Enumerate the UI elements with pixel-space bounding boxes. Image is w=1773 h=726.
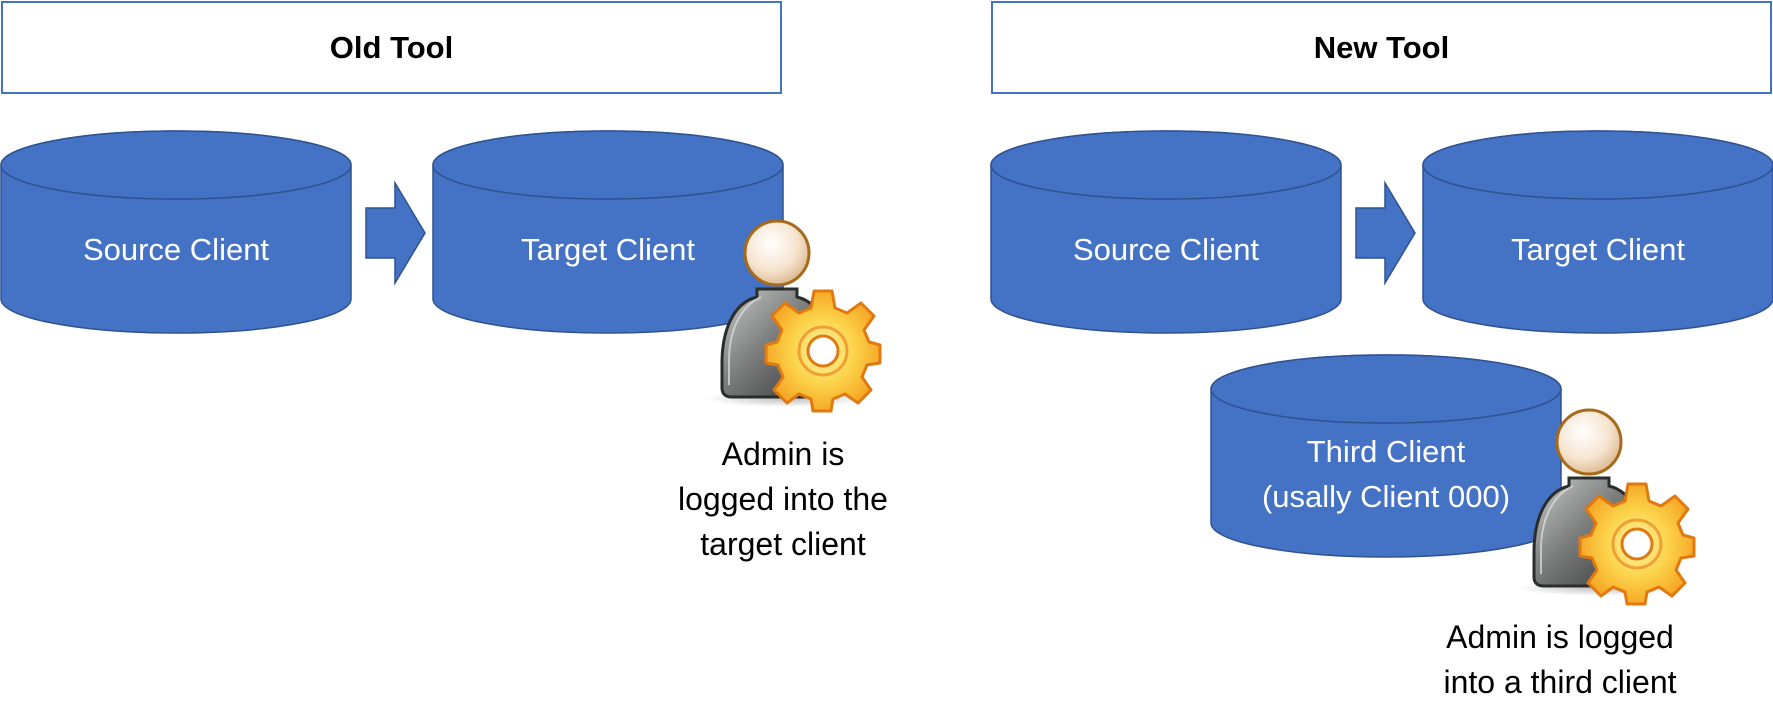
caption-line: Admin is — [721, 436, 845, 472]
gear-icon — [1578, 482, 1696, 606]
new-target-cylinder: Target Client — [1422, 130, 1773, 334]
caption-line: target client — [700, 526, 866, 562]
caption-line: into a third client — [1443, 664, 1677, 700]
old-source-cylinder: Source Client — [0, 130, 352, 334]
right-arrow-icon — [1355, 182, 1416, 284]
old-admin-caption: Admin is logged into the target client — [640, 432, 926, 567]
caption-line: Admin is logged — [1446, 619, 1674, 655]
old-target-cylinder: Target Client — [432, 130, 784, 334]
old-tool-header: Old Tool — [1, 1, 782, 94]
new-target-label: Target Client — [1511, 232, 1685, 267]
third-client-cylinder: Third Client (usally Client 000) — [1210, 354, 1562, 558]
new-source-label: Source Client — [1073, 232, 1259, 267]
third-client-sublabel: (usally Client 000) — [1262, 479, 1510, 514]
caption-line: logged into the — [678, 481, 888, 517]
gear-icon — [764, 289, 882, 413]
new-tool-title: New Tool — [1313, 29, 1450, 65]
old-source-label: Source Client — [83, 232, 269, 267]
third-client-label: Third Client — [1307, 434, 1466, 469]
new-admin-caption: Admin is logged into a third client — [1400, 615, 1720, 705]
right-arrow-icon — [365, 182, 426, 284]
old-target-label: Target Client — [521, 232, 695, 267]
old-tool-title: Old Tool — [329, 29, 454, 65]
new-source-cylinder: Source Client — [990, 130, 1342, 334]
new-tool-header: New Tool — [991, 1, 1772, 94]
